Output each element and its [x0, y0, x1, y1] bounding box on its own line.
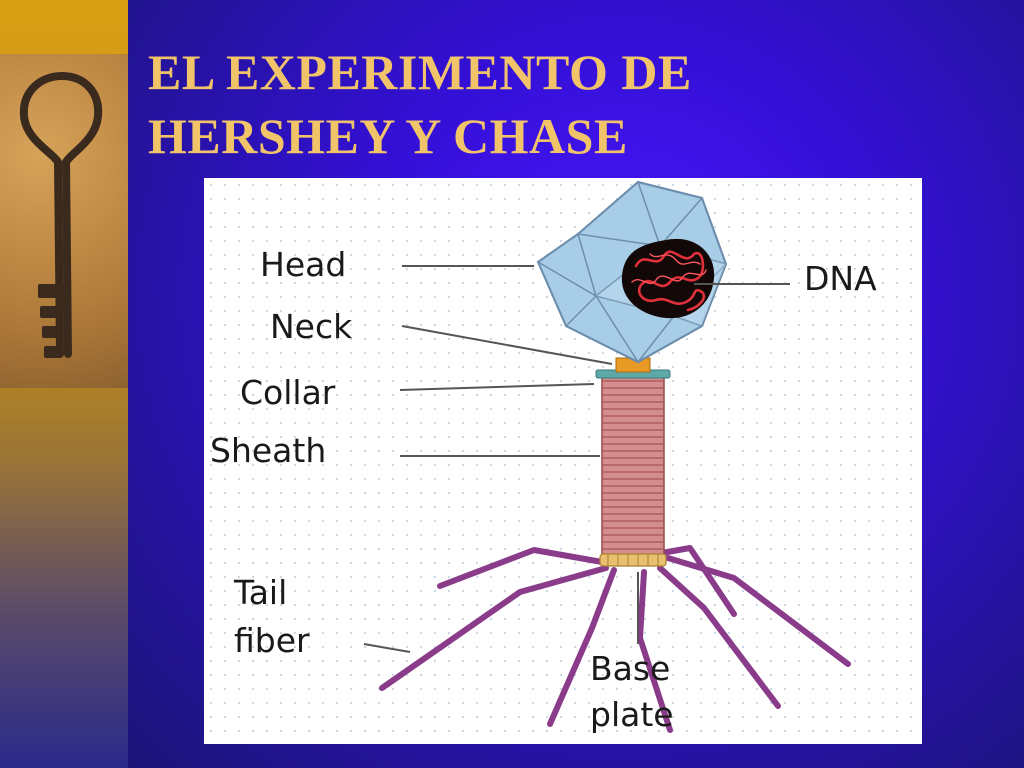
tail-fiber: [547, 567, 617, 727]
tail-fiber: [379, 565, 609, 691]
key-icon: [19, 72, 103, 358]
label-dna: DNA: [804, 259, 877, 298]
title-line-2: HERSHEY Y CHASE: [148, 108, 628, 164]
sheath: [601, 373, 665, 557]
collar-leader-line: [399, 383, 595, 391]
tail-fiber: [437, 547, 605, 589]
bacteriophage-svg: Head Neck Collar Sheath Tail fiber DNA B…: [210, 180, 877, 734]
base-plate: [599, 553, 667, 567]
sheath-rings: [602, 380, 664, 550]
key-photo: [0, 54, 128, 388]
tail-fiber: [653, 545, 737, 617]
leader-lines: [363, 265, 790, 653]
label-neck: Neck: [270, 307, 353, 346]
tail-fiber: [657, 565, 781, 709]
page-title: EL EXPERIMENTO DE HERSHEY Y CHASE: [148, 40, 968, 168]
label-sheath: Sheath: [210, 431, 326, 470]
bacteriophage-diagram: Head Neck Collar Sheath Tail fiber DNA B…: [204, 178, 922, 744]
label-tail-fiber-line1: Tail: [233, 573, 287, 612]
label-tail-fiber-line2: fiber: [234, 621, 310, 660]
dna-core: [621, 238, 715, 319]
tail-fiber-leader-line: [363, 643, 411, 653]
label-head: Head: [260, 245, 346, 284]
neck-leader-line: [401, 325, 613, 365]
tail-fiber: [637, 569, 673, 733]
label-base-plate-line2: plate: [590, 695, 674, 734]
label-collar: Collar: [240, 373, 336, 412]
title-line-1: EL EXPERIMENTO DE: [148, 44, 692, 100]
tail-fiber: [665, 555, 851, 667]
tail-fibers: [379, 545, 851, 733]
label-base-plate-line1: Base: [590, 649, 670, 688]
